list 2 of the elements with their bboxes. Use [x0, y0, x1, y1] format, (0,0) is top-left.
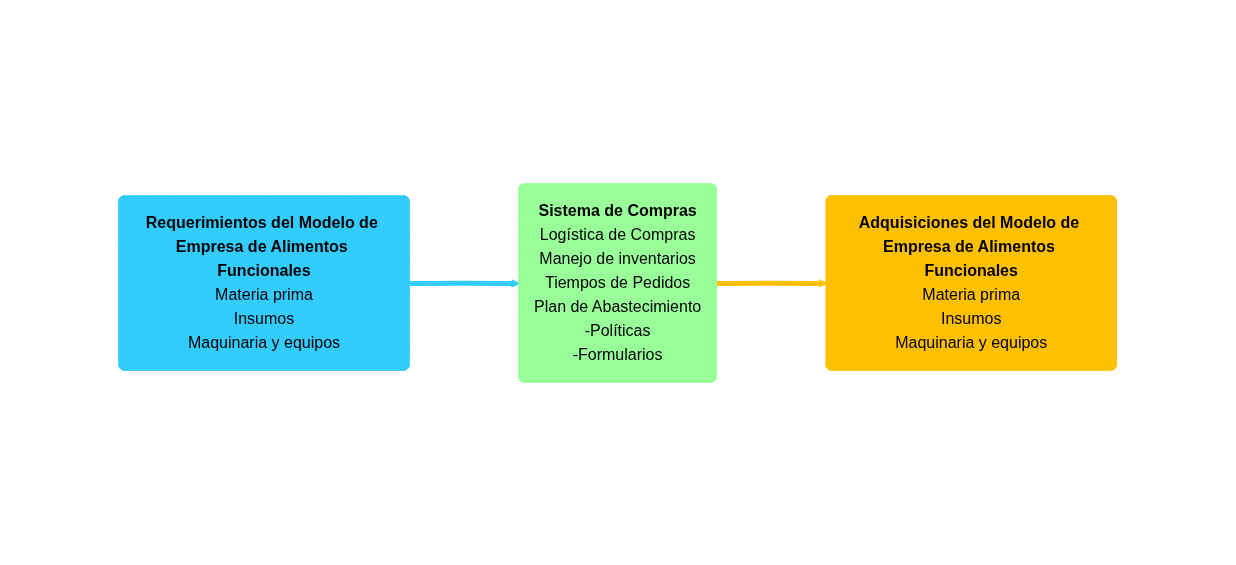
arrow — [717, 278, 828, 288]
arrow — [409, 278, 521, 288]
